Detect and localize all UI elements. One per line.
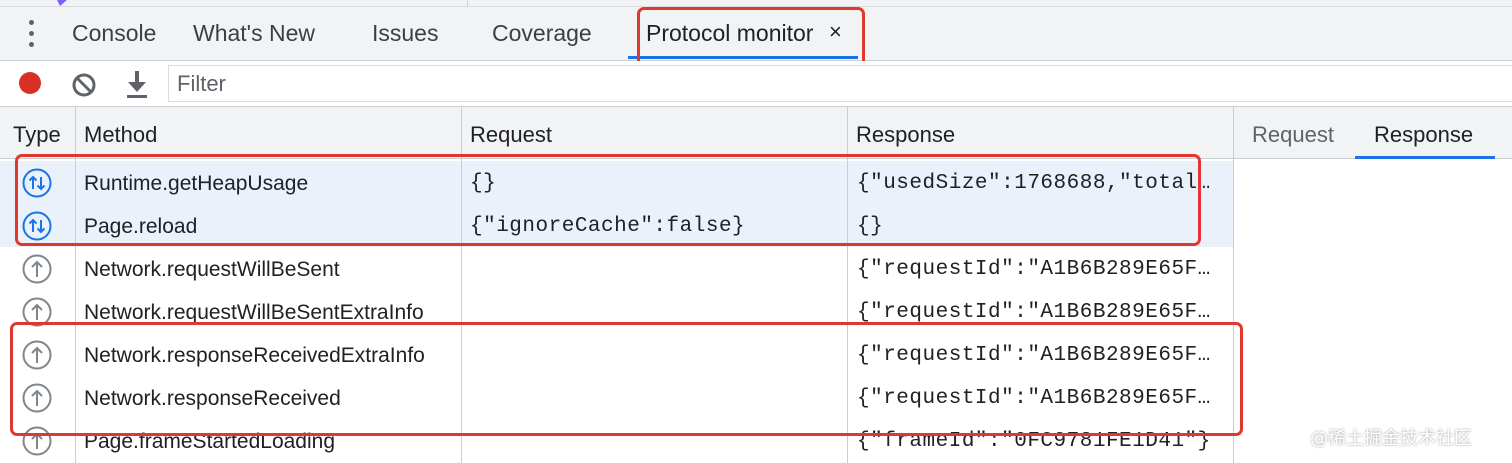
column-divider [75,107,76,463]
highlight-command-rows [15,154,1201,246]
event-icon [22,383,52,413]
column-header-method[interactable]: Method [84,122,158,147]
tab-request[interactable]: Request [1252,122,1334,147]
table-row[interactable]: Runtime.getHeapUsage {} {"usedSize":1768… [0,161,1233,204]
clear-icon[interactable] [71,72,97,98]
row-response: {"requestId":"A1B6B289E65F"} [857,258,1223,281]
event-icon [22,254,52,284]
download-icon[interactable] [124,69,150,99]
active-tab-indicator [628,56,858,59]
send-receive-icon [22,211,52,241]
column-divider [461,107,462,463]
column-header-type[interactable]: Type [13,122,61,147]
table-row[interactable]: Network.responseReceivedExtraInfo {"requ… [0,333,1233,376]
protocol-monitor-toolbar: Filter [0,61,1512,107]
message-details-pane: Request Response [1233,107,1512,463]
drawer-tab-bar: Console What's New Issues Coverage Proto… [0,7,1512,61]
event-icon [22,297,52,327]
tab-issues[interactable]: Issues [372,20,439,46]
table-row[interactable]: Page.reload {"ignoreCache":false} {} [0,204,1233,247]
top-strip-divider [467,0,468,6]
panel-marker [57,0,67,6]
filter-input[interactable]: Filter [168,65,1512,102]
row-request [470,247,840,290]
close-tab-icon[interactable]: × [829,19,842,44]
highlight-response-rows [10,322,1243,436]
table-row[interactable]: Network.responseReceived {"requestId":"A… [0,376,1233,419]
tab-protocol-monitor[interactable]: Protocol monitor [646,20,814,46]
details-tab-bar: Request Response [1234,107,1512,159]
table-header: Type Method Request Response [0,107,1233,159]
active-details-tab-indicator [1355,156,1495,159]
tab-coverage[interactable]: Coverage [492,20,592,46]
watermark: @稀土掘金技术社区 [1310,428,1472,449]
send-receive-icon [22,168,52,198]
tab-console[interactable]: Console [72,20,157,46]
table-row[interactable]: Network.requestWillBeSentExtraInfo {"req… [0,290,1233,333]
row-method: Network.requestWillBeSent [84,258,340,281]
table-row[interactable]: Network.requestWillBeSent {"requestId":"… [0,247,1233,290]
column-divider [847,107,848,463]
event-icon [22,340,52,370]
column-header-request[interactable]: Request [470,122,552,147]
top-strip [0,0,1512,7]
column-header-response[interactable]: Response [856,122,956,147]
record-icon[interactable] [19,72,41,94]
tab-response[interactable]: Response [1374,122,1474,147]
tab-whats-new[interactable]: What's New [193,20,315,46]
more-tools-menu-icon[interactable] [20,19,44,49]
protocol-messages-table: Type Method Request Response Runtime.get… [0,107,1233,463]
